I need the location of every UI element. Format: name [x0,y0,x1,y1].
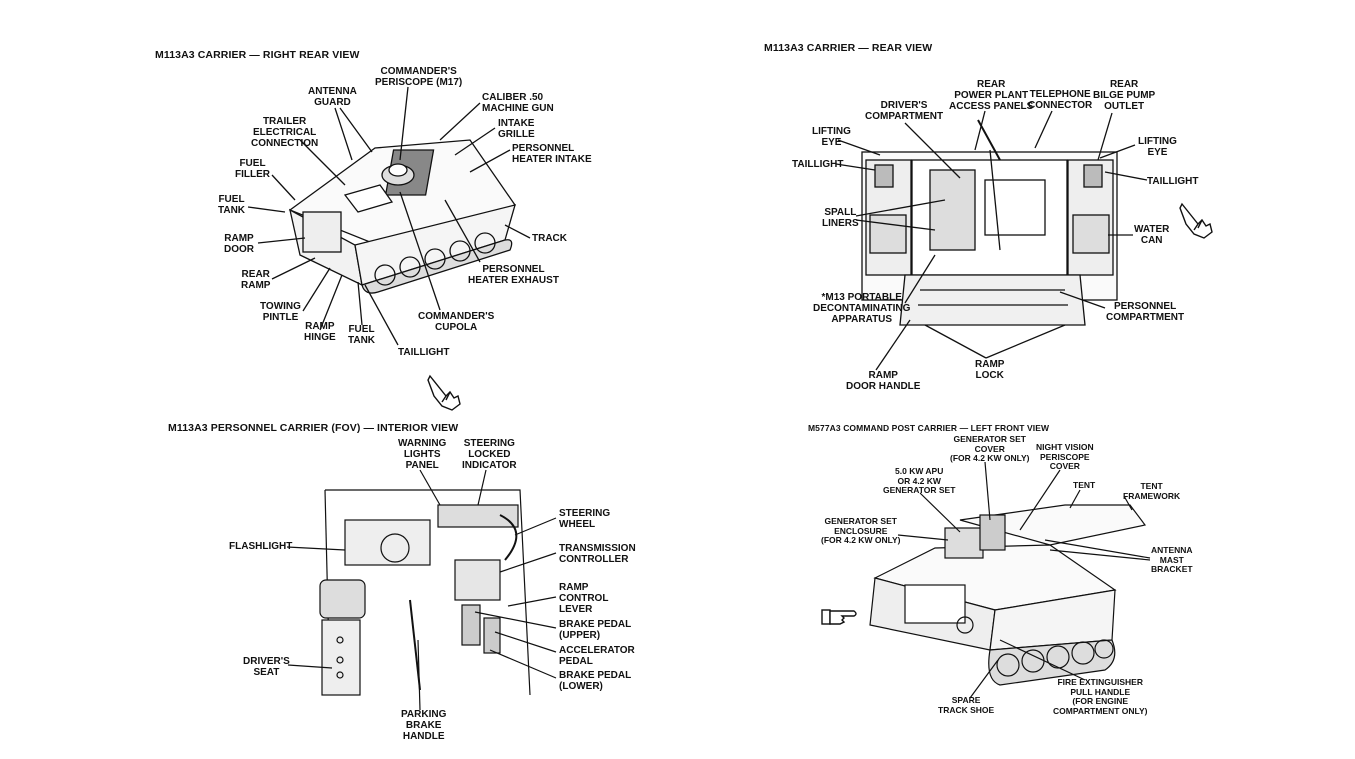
label: LIFTING EYE [812,126,851,148]
label: FIRE EXTINGUISHER PULL HANDLE (FOR ENGIN… [1053,677,1148,716]
label: LIFTING EYE [1138,136,1177,158]
label: 5.0 KW APU OR 4.2 KW GENERATOR SET [883,466,956,495]
label: TENT FRAMEWORK [1123,481,1181,501]
label: *M13 PORTABLE DECONTAMINATING APPARATUS [813,292,911,325]
panel-title: M113A3 PERSONNEL CARRIER (FOV) — INTERIO… [168,422,459,434]
label: TRAILER ELECTRICAL CONNECTION [251,116,319,149]
label: PARKING BRAKE HANDLE [401,709,447,742]
label: TAILLIGHT [398,347,450,358]
label: TAILLIGHT [792,159,844,170]
label: COMMANDER'S PERISCOPE (M17) [375,66,463,88]
label: SPARE TRACK SHOE [938,695,995,715]
label: GENERATOR SET COVER (FOR 4.2 KW ONLY) [950,434,1030,463]
label: PERSONNEL HEATER EXHAUST [468,264,559,286]
label: TAILLIGHT [1147,176,1199,187]
label: PERSONNEL COMPARTMENT [1106,301,1185,323]
panel-title: M577A3 COMMAND POST CARRIER — LEFT FRONT… [808,423,1050,433]
label: REAR RAMP [241,269,271,291]
label: FUEL TANK [348,324,376,346]
panel-title: M113A3 CARRIER — RIGHT REAR VIEW [155,49,360,61]
label: TELEPHONE CONNECTOR [1028,89,1093,111]
label: STEERING WHEEL [559,508,611,530]
label: FUEL TANK [218,194,246,216]
label: RAMP CONTROL LEVER [559,582,609,615]
label: RAMP DOOR [224,233,254,255]
panel-title: M113A3 CARRIER — REAR VIEW [764,42,933,54]
label: BRAKE PEDAL (LOWER) [559,670,632,692]
label: PERSONNEL HEATER INTAKE [512,143,592,165]
label: BRAKE PEDAL (UPPER) [559,619,632,641]
label: FLASHLIGHT [229,541,293,552]
label: ANTENNA GUARD [308,86,357,108]
label: FUEL FILLER [235,158,270,180]
label: TRACK [532,233,567,244]
label: RAMP LOCK [975,359,1005,381]
label: WATER CAN [1134,224,1170,246]
pointing-right-hand-icon [821,609,857,625]
label: SPALL LINERS [822,207,859,229]
label: REAR POWER PLANT ACCESS PANELS [949,79,1034,112]
label: TENT [1073,480,1096,490]
label: STEERING LOCKED INDICATOR [462,438,517,471]
label: REAR BILGE PUMP OUTLET [1093,79,1156,112]
label: CALIBER .50 MACHINE GUN [482,92,554,114]
pointing-down-hand-icon [1179,202,1213,239]
label: NIGHT VISION PERISCOPE COVER [1036,442,1094,471]
label: RAMP HINGE [304,321,336,343]
label: GENERATOR SET ENCLOSURE (FOR 4.2 KW ONLY… [821,516,901,545]
label: RAMP DOOR HANDLE [846,370,921,392]
label: DRIVER'S SEAT [243,656,290,678]
pointing-down-hand-icon [427,374,461,411]
label: COMMANDER'S CUPOLA [418,311,495,333]
label: WARNING LIGHTS PANEL [398,438,447,471]
label: TRANSMISSION CONTROLLER [559,543,636,565]
label: ANTENNA MAST BRACKET [1151,545,1193,574]
label: ACCELERATOR PEDAL [559,645,635,667]
label: DRIVER'S COMPARTMENT [865,100,944,122]
label: TOWING PINTLE [260,301,301,323]
label: INTAKE GRILLE [498,118,535,140]
